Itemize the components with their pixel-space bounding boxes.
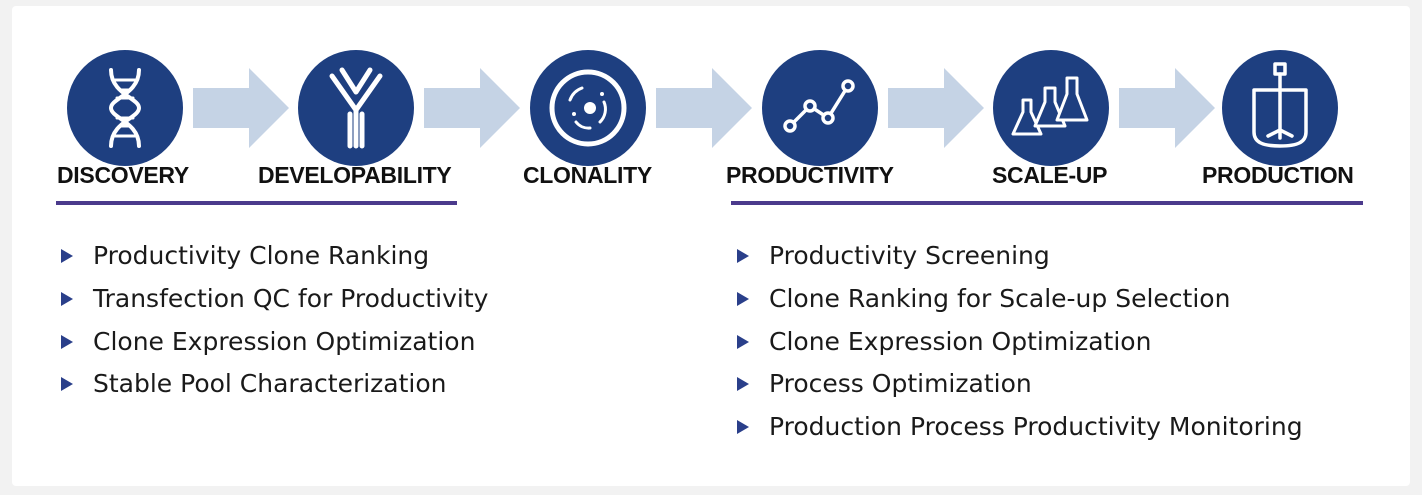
list-item: Transfection QC for Productivity xyxy=(59,278,488,321)
bioreactor-icon xyxy=(1222,50,1338,166)
list-item: Process Optimization xyxy=(735,363,1303,406)
bullet-triangle-icon xyxy=(737,334,749,349)
antibody-icon xyxy=(298,50,414,166)
stage-label-productivity: PRODUCTIVITY xyxy=(726,162,894,188)
stage-label-clonality: CLONALITY xyxy=(523,162,652,188)
flasks-icon xyxy=(993,50,1109,166)
left-group-divider xyxy=(56,201,457,205)
bullet-triangle-icon xyxy=(61,377,73,392)
right-application-list: Productivity Screening Clone Ranking for… xyxy=(735,235,1303,449)
arrow-right-icon xyxy=(656,68,752,148)
bullet-triangle-icon xyxy=(61,249,73,263)
list-item: Productivity Clone Ranking xyxy=(59,235,488,278)
line-graph-icon xyxy=(762,50,878,166)
bullet-triangle-icon xyxy=(737,377,749,392)
left-application-list: Productivity Clone Ranking Transfection … xyxy=(59,235,488,406)
stage-label-developability: DEVELOPABILITY xyxy=(258,162,452,188)
list-item: Clone Expression Optimization xyxy=(735,321,1303,364)
dna-icon xyxy=(67,50,183,166)
bullet-triangle-icon xyxy=(61,334,73,349)
bullet-triangle-icon xyxy=(737,420,749,435)
list-item: Stable Pool Characterization xyxy=(59,363,488,406)
stage-label-scale-up: SCALE-UP xyxy=(992,162,1108,188)
bullet-triangle-icon xyxy=(737,291,749,306)
list-item: Production Process Productivity Monitori… xyxy=(735,406,1303,449)
bullet-triangle-icon xyxy=(61,291,73,306)
workflow-card: DISCOVERY DEVELOPABILITY CLONALITY PRODU… xyxy=(12,6,1410,486)
list-item: Clone Expression Optimization xyxy=(59,321,488,364)
stage-label-production: PRODUCTION xyxy=(1202,162,1354,188)
list-item: Clone Ranking for Scale-up Selection xyxy=(735,278,1303,321)
cell-icon xyxy=(530,50,646,166)
arrow-right-icon xyxy=(888,68,984,148)
right-group-divider xyxy=(731,201,1363,205)
list-item: Productivity Screening xyxy=(735,235,1303,278)
arrow-right-icon xyxy=(424,68,520,148)
bullet-triangle-icon xyxy=(737,249,749,263)
stage-label-discovery: DISCOVERY xyxy=(57,162,189,188)
arrow-right-icon xyxy=(1119,68,1215,148)
arrow-right-icon xyxy=(193,68,289,148)
